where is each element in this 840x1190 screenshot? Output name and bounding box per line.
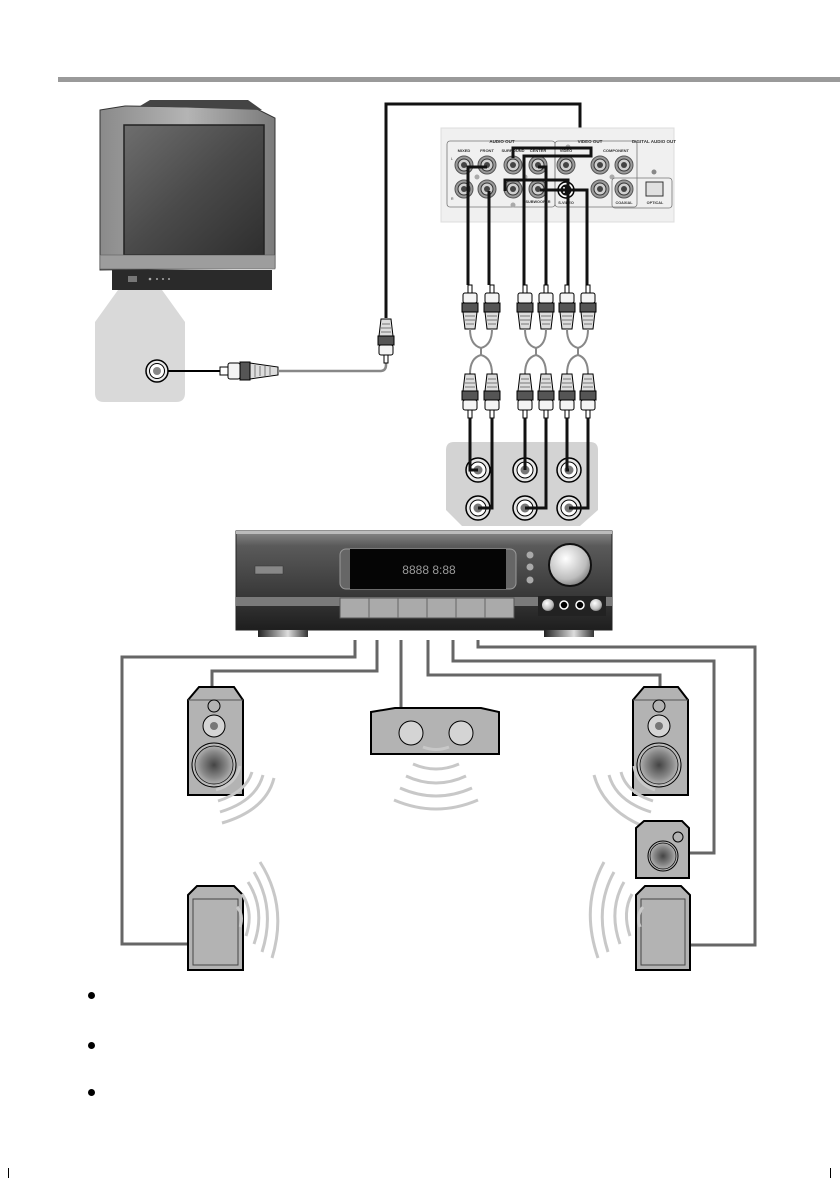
header-rule: [58, 77, 840, 82]
jack-component-y: [590, 155, 610, 175]
jack-front-r: [477, 179, 497, 199]
jack-label-s-video: S-VIDEO: [558, 201, 574, 205]
jack-surround-l: [503, 155, 523, 175]
audio-wires-dvd: [466, 146, 593, 285]
note-item: [86, 992, 786, 1012]
crop-mark-right: [830, 1168, 831, 1178]
video-rca-plug-dvd: [377, 318, 395, 364]
jack-label-video: VIDEO: [560, 148, 572, 153]
jack-label-component: COMPONENT: [603, 148, 630, 153]
speaker-surround-right: [635, 885, 691, 971]
wire-subwoofer: [451, 640, 716, 855]
rca-plug: [516, 373, 534, 419]
jack-optical: [645, 181, 664, 197]
speaker-front-right: [632, 686, 689, 796]
dvd-rear-panel: AUDIO OUT MIXED FRONT SURROUND CENTER SU…: [440, 127, 676, 223]
volume-knob: [548, 543, 592, 587]
video-rca-plug-tv: [219, 361, 279, 381]
audio-out-label: AUDIO OUT: [489, 139, 515, 144]
rca-plug: [558, 373, 576, 419]
speaker-center: [370, 707, 500, 755]
rca-plug: [579, 284, 597, 330]
sound-waves-surround-left: [235, 861, 280, 959]
jack-component-pb: [614, 155, 634, 175]
channel-label-l: L: [451, 157, 453, 161]
rca-plug: [516, 284, 534, 330]
note-item: [86, 1089, 786, 1109]
receiver-power-button: [254, 565, 284, 575]
jack-front-l: [477, 155, 497, 175]
digital-audio-out-label: DIGITAL AUDIO OUT: [632, 139, 676, 144]
jack-label-subwoofer: SUBWOOFER: [525, 200, 550, 204]
tv-video-input-jack: [145, 359, 169, 383]
speaker-wires: [120, 640, 757, 947]
video-cable: [278, 362, 388, 373]
tv-power-button: [128, 276, 137, 282]
note-item: [86, 1042, 786, 1062]
jack-label-optical: OPTICAL: [647, 201, 664, 205]
jack-video: [556, 155, 576, 175]
wire-surround-left: [120, 640, 357, 946]
wire-front-right: [426, 640, 662, 686]
video-out-label: VIDEO OUT: [578, 139, 603, 144]
tv-input-callout: [95, 290, 279, 402]
rca-plug: [558, 284, 576, 330]
jack-label-mixed: MIXED: [458, 148, 471, 153]
av-receiver: 8888 8:88: [235, 530, 613, 637]
wire-surround-right: [476, 640, 757, 947]
rca-plug: [537, 284, 555, 330]
stereo-cable-joins: [469, 328, 589, 375]
rca-plug: [461, 284, 479, 330]
jack-mixed-r: [454, 179, 474, 199]
speaker-subwoofer: [635, 820, 690, 879]
sound-waves-front-left: [215, 765, 276, 825]
jack-component-pr: [590, 179, 610, 199]
bullet-icon: [88, 1042, 95, 1049]
tv-screen: [123, 124, 265, 256]
sound-waves-surround-right: [588, 861, 645, 959]
jack-mixed-l: [454, 155, 474, 175]
wire-front-left: [210, 640, 379, 686]
bullet-icon: [88, 992, 95, 999]
speaker-surround-left: [187, 885, 244, 971]
jack-center: [528, 155, 548, 175]
rca-plug: [461, 373, 479, 419]
tv: [99, 100, 276, 290]
bullet-icon: [88, 1089, 95, 1096]
sound-waves-center: [393, 745, 479, 811]
lower-rca-plugs: [461, 373, 597, 419]
jack-label-coaxial: COAXIAL: [615, 201, 633, 205]
upper-rca-plugs: [461, 284, 597, 330]
channel-label-r: R: [451, 197, 454, 201]
rca-plug: [483, 373, 501, 419]
jack-coaxial: [614, 179, 634, 199]
crop-mark-left: [8, 1168, 9, 1178]
speaker-front-left: [187, 686, 244, 796]
rca-plug: [483, 284, 501, 330]
jack-surround-r: [503, 179, 523, 199]
receiver-display: [350, 549, 506, 589]
rca-plug: [579, 373, 597, 419]
receiver-display-text: 8888 8:88: [402, 563, 456, 577]
jack-label-front: FRONT: [480, 148, 494, 153]
rca-plug: [537, 373, 555, 419]
jack-label-center: CENTER: [530, 148, 547, 153]
audio-wires-receiver: [468, 418, 590, 510]
receiver-input-callout: [446, 442, 598, 526]
